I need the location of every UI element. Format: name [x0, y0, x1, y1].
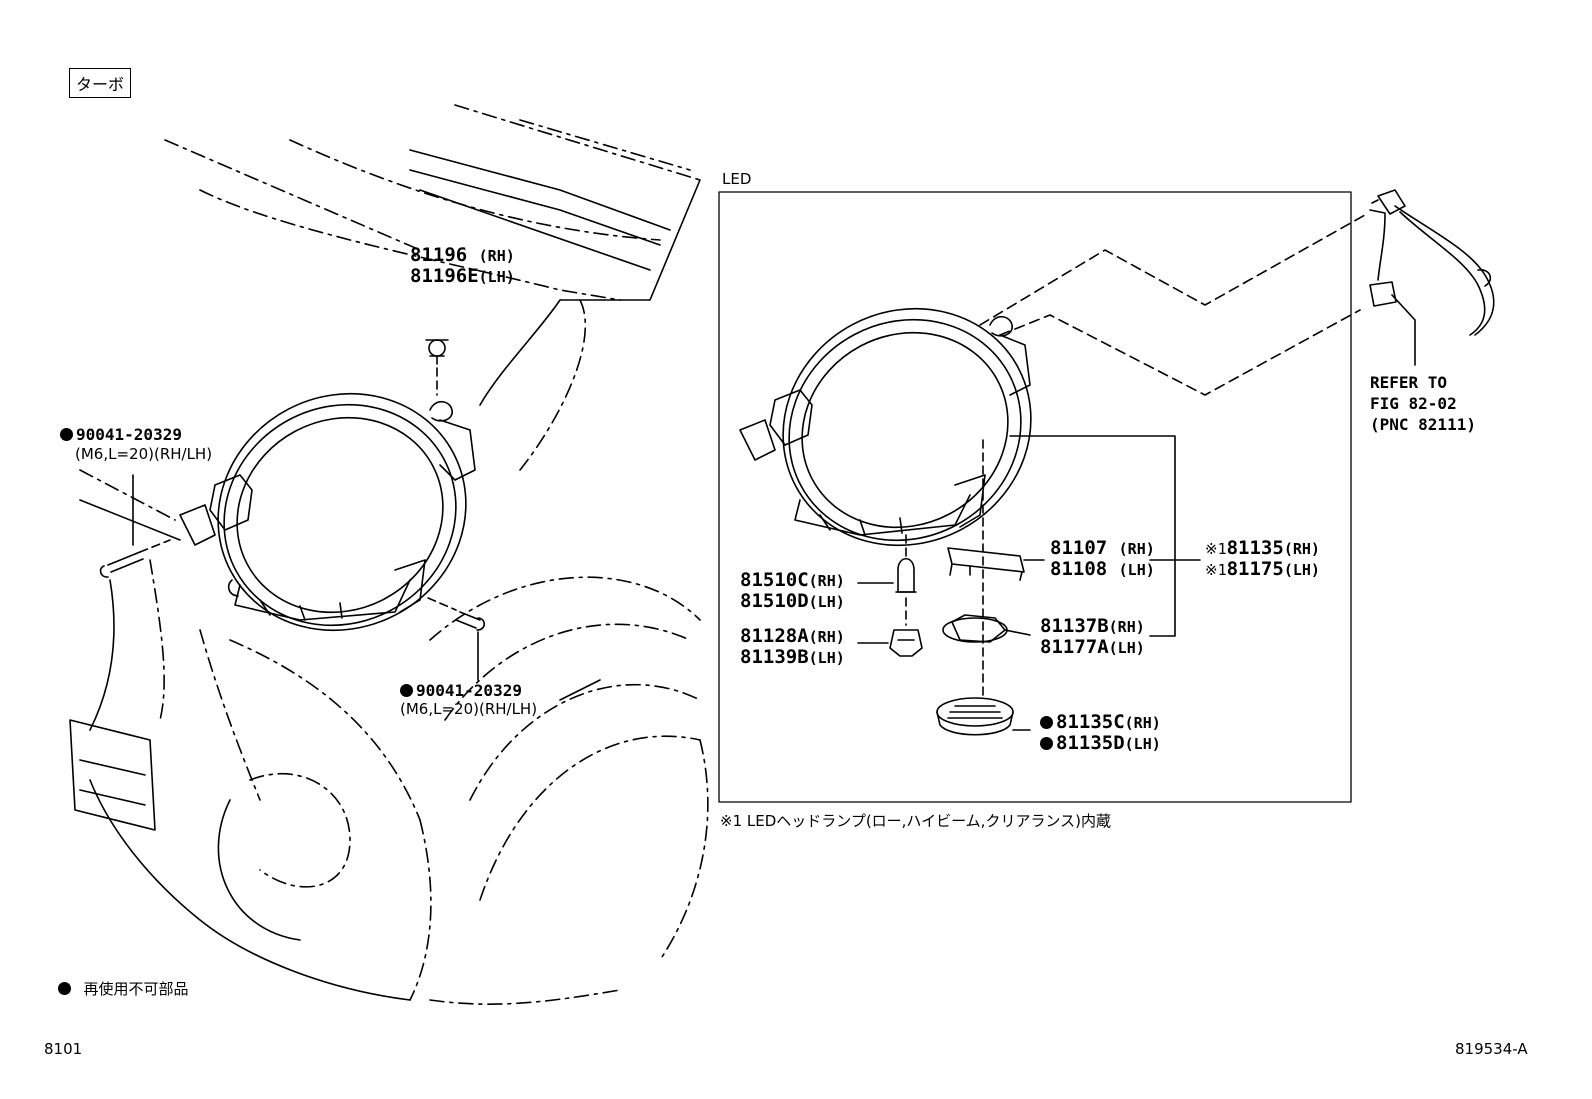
part-number: 81196E [410, 265, 479, 287]
bolt-right [427, 597, 486, 681]
label-81177a[interactable]: 81177A(LH) [1040, 637, 1145, 659]
side: (LH) [1118, 561, 1155, 579]
part-number: 90041-20329 [76, 425, 182, 444]
label-81510c[interactable]: 81510C(RH) [740, 570, 845, 592]
label-81137b[interactable]: 81137B(RH) [1040, 616, 1145, 638]
non-reusable-mark [1040, 737, 1053, 750]
side: (RH) [1283, 540, 1320, 558]
illustration-code: 819534-A [1455, 1040, 1528, 1058]
side: (LH) [1124, 735, 1161, 753]
wire-harness [979, 189, 1495, 396]
label-81510d[interactable]: 81510D(LH) [740, 591, 845, 613]
label-81135[interactable]: ※181135(RH) [1205, 538, 1320, 560]
non-reusable-mark [58, 982, 71, 995]
part-number: 81510D [740, 590, 809, 612]
part-number: 81128A [740, 625, 809, 647]
non-reusable-mark [60, 428, 73, 441]
part-number: 81108 [1050, 558, 1108, 580]
footnote-mark: ※1 [1205, 561, 1227, 579]
side: (LH) [808, 649, 845, 667]
label-81175[interactable]: ※181175(LH) [1205, 559, 1320, 581]
part-number: 81177A [1040, 636, 1109, 658]
headlamp-assembly-left [179, 392, 476, 632]
headlamp-assembly-led [739, 307, 1032, 547]
bulb-81510c [895, 557, 917, 593]
non-reusable-mark [400, 684, 413, 697]
part-number: 81107 [1050, 537, 1108, 559]
label-81139b[interactable]: 81139B(LH) [740, 647, 845, 669]
led-box-label: LED [722, 170, 752, 188]
vehicle-body-outline [69, 104, 709, 1005]
side: (RH) [808, 572, 845, 590]
side: (RH) [1118, 540, 1155, 558]
label-81196e[interactable]: 81196E(LH) [410, 266, 515, 288]
page-code: 8101 [44, 1040, 83, 1058]
socket-81128a [889, 629, 923, 657]
part-number: 81135C [1056, 711, 1125, 733]
legend-non-reusable: 再使用不可部品 [58, 980, 189, 998]
led-module-81107 [947, 547, 1025, 581]
side: (RH) [1124, 714, 1161, 732]
label-81107[interactable]: 81107 (RH) [1050, 538, 1155, 560]
refer-to-fig[interactable]: REFER TO FIG 82-02 (PNC 82111) [1370, 373, 1476, 434]
part-number: 81175 [1226, 558, 1284, 580]
label-bolt-right[interactable]: 90041-20329 [400, 680, 522, 701]
footnote-mark: ※1 [1205, 540, 1227, 558]
footnote-led: ※1 LEDヘッドランプ(ロー,ハイビーム,クリアランス)内蔵 [720, 812, 1112, 830]
non-reusable-mark [1040, 716, 1053, 729]
label-81135d[interactable]: 81135D(LH) [1040, 733, 1161, 755]
side: (RH) [478, 247, 515, 265]
part-number: 81135D [1056, 732, 1125, 754]
group-bracket [1009, 435, 1201, 637]
bolt-left [99, 474, 171, 578]
side: (RH) [808, 628, 845, 646]
spec-bolt-right: (M6,L=20)(RH/LH) [400, 700, 538, 718]
label-81128a[interactable]: 81128A(RH) [740, 626, 845, 648]
side: (LH) [808, 593, 845, 611]
part-number: 81139B [740, 646, 809, 668]
side: (LH) [478, 268, 515, 286]
clip-81196 [425, 339, 449, 396]
led-driver-81137b [942, 614, 1031, 643]
spec-bolt-left: (M6,L=20)(RH/LH) [75, 445, 213, 463]
label-81196[interactable]: 81196 (RH) [410, 245, 515, 267]
label-81108[interactable]: 81108 (LH) [1050, 559, 1155, 581]
part-number: 81135 [1226, 537, 1284, 559]
part-number: 81137B [1040, 615, 1109, 637]
side: (RH) [1108, 618, 1145, 636]
led-detail-box [718, 191, 1352, 803]
turbo-tag: ターボ [69, 68, 132, 98]
label-81135c[interactable]: 81135C(RH) [1040, 712, 1161, 734]
part-number: 81196 [410, 244, 468, 266]
part-number: 81510C [740, 569, 809, 591]
side: (LH) [1283, 561, 1320, 579]
legend-text: 再使用不可部品 [83, 980, 189, 998]
label-bolt-left[interactable]: 90041-20329 [60, 424, 182, 445]
cover-81135c [936, 697, 1014, 736]
side: (LH) [1108, 639, 1145, 657]
part-number: 90041-20329 [416, 681, 522, 700]
